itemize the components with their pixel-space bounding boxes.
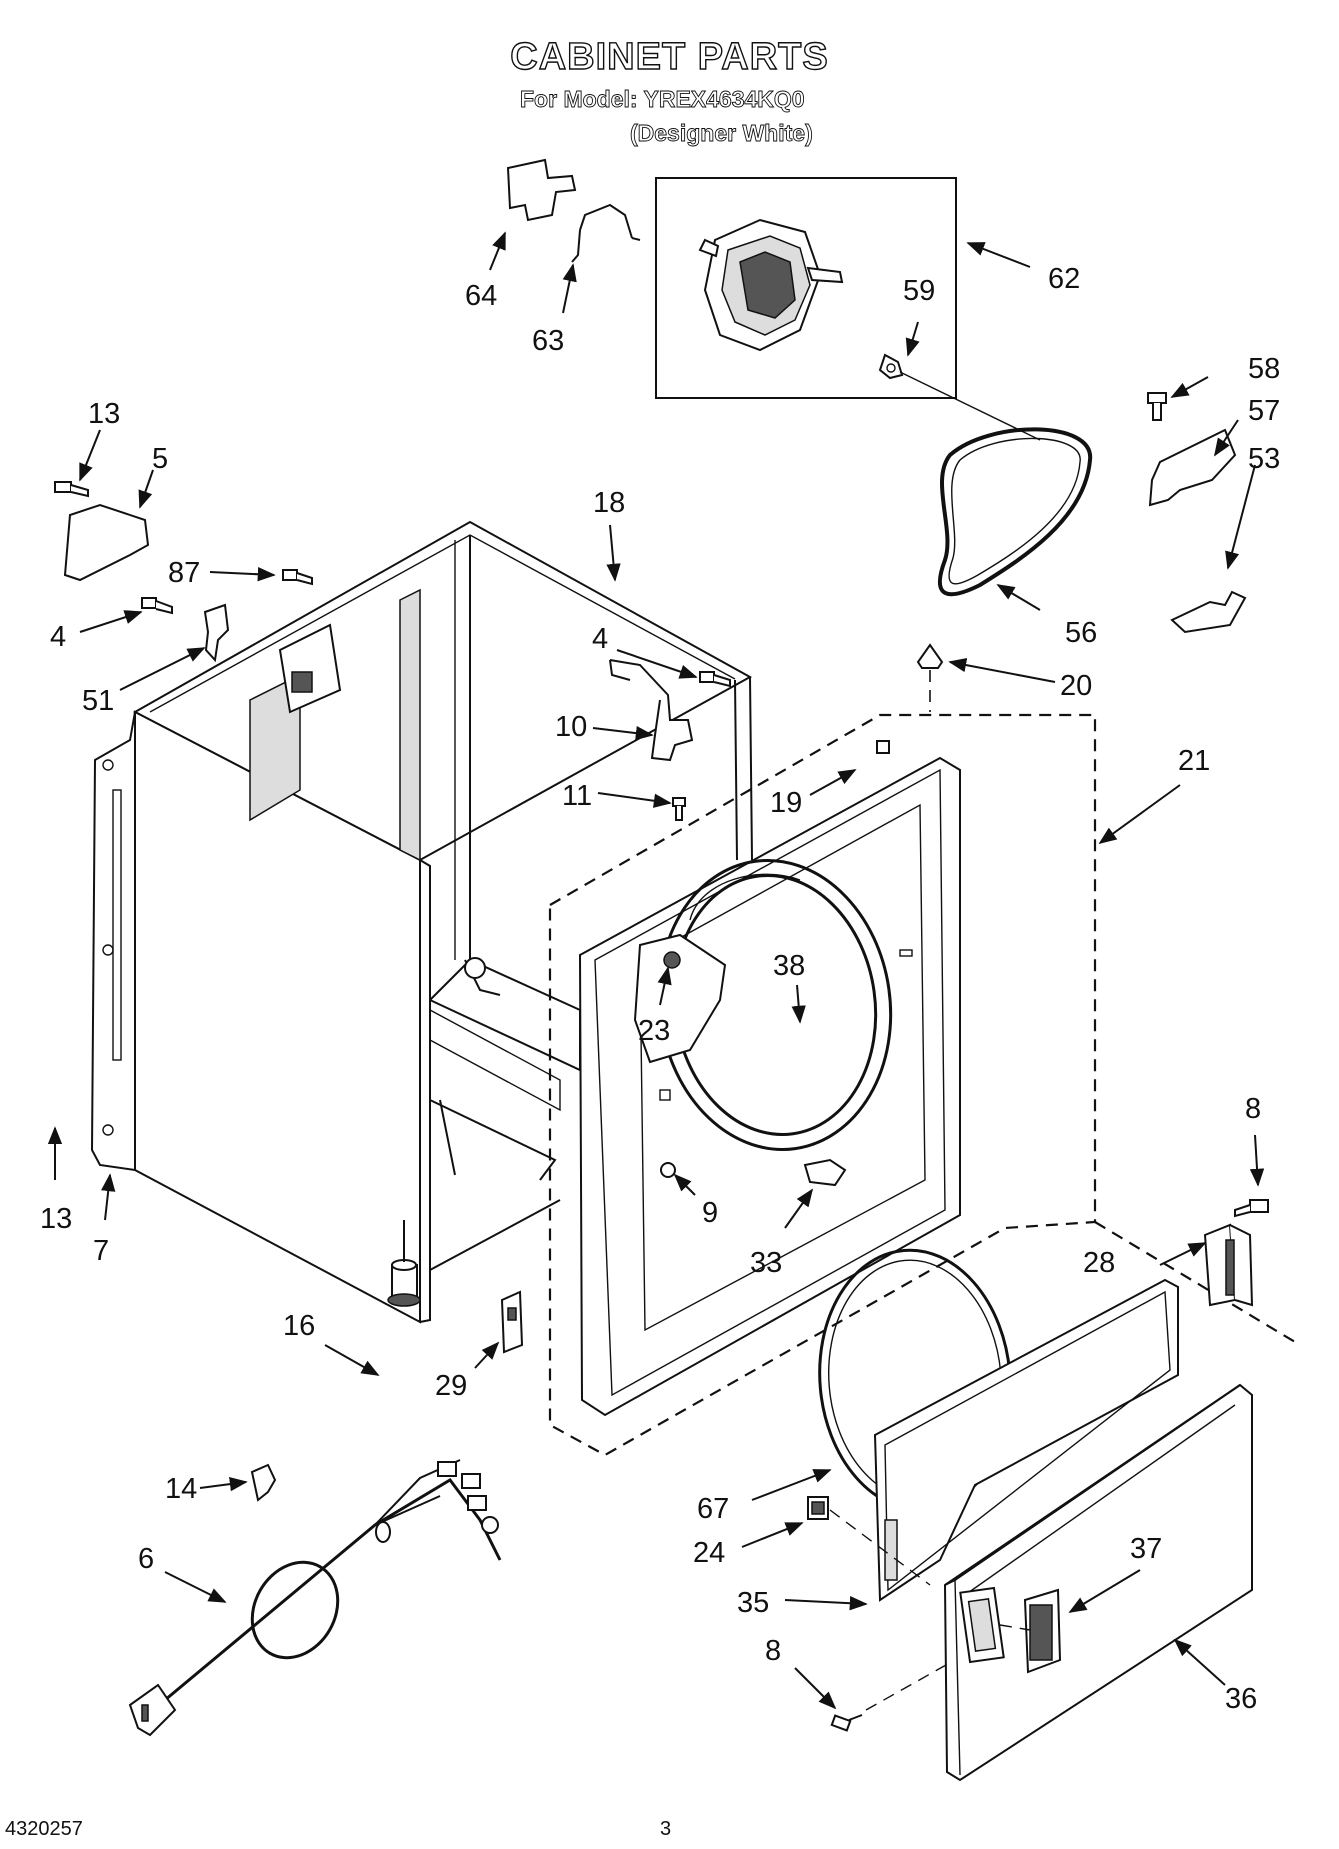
bracket-53 [1170,590,1247,634]
callout-33: 33 [750,1247,782,1279]
bracket-57 [1148,428,1237,507]
callout-23: 23 [638,1015,670,1047]
screw-8-top [1234,1199,1269,1218]
callout-56: 56 [1065,617,1097,649]
callout-labels: 64 63 62 59 58 57 53 13 5 18 87 4 51 4 1… [40,263,1280,1715]
callout-53: 53 [1248,443,1280,475]
callout-57: 57 [1248,395,1280,427]
glide-20 [916,643,944,669]
callout-6: 6 [138,1543,154,1575]
callout-63: 63 [532,325,564,357]
callout-59: 59 [903,275,935,307]
model-line: For Model: YREX4634KQ0 [520,86,806,113]
callout-8-top: 8 [1245,1093,1261,1125]
cabinet [90,520,753,1324]
document-number: 4320257 [5,1818,83,1840]
page-number: 3 [660,1818,672,1840]
power-cord-6 [128,1459,502,1737]
drive-belt [938,427,1093,597]
screw-87 [282,569,313,586]
callout-58: 58 [1248,353,1280,385]
screw-4-right [699,671,731,688]
front-panel-outline [548,713,1097,1457]
callout-38: 38 [773,950,805,982]
callout-5: 5 [152,443,168,475]
variant-line: (Designer White) [630,120,814,147]
screw-11 [672,797,686,821]
callout-21: 21 [1178,745,1210,777]
callout-14: 14 [165,1473,197,1505]
callout-28: 28 [1083,1247,1115,1279]
clip-63 [571,203,641,263]
clip-14 [250,1463,277,1502]
callout-8-bottom: 8 [765,1635,781,1667]
wire-harness-10 [609,659,694,762]
screw-58 [1147,392,1167,421]
callout-62: 62 [1048,263,1080,295]
callout-20: 20 [1060,670,1092,702]
page-title: CABINET PARTS [510,35,829,78]
callout-64: 64 [465,280,497,312]
callout-7: 7 [93,1235,109,1267]
screw-13-top [54,481,89,498]
leveling-leg-16 [387,1259,421,1307]
callout-4-right: 4 [592,623,608,655]
callout-24: 24 [693,1537,725,1569]
callout-29: 29 [435,1370,467,1402]
callout-4-left: 4 [50,621,66,653]
motor-assembly [655,177,957,399]
door-catch-24 [807,1496,829,1520]
callout-13-top: 13 [88,398,120,430]
callout-36: 36 [1225,1683,1257,1715]
door-inner-panel-35 [873,1278,1179,1602]
callout-19: 19 [770,787,802,819]
door-handle-37 [1023,1588,1062,1674]
callout-37: 37 [1130,1533,1162,1565]
clip-29 [500,1290,524,1354]
front-panel [578,740,961,1417]
clip-51 [203,603,230,663]
screw-4-left [141,597,173,615]
callout-35: 35 [737,1587,769,1619]
callout-11: 11 [562,780,592,812]
callout-51: 51 [82,685,114,717]
panel-5 [63,503,150,582]
callout-16: 16 [283,1310,315,1342]
callout-10: 10 [555,711,587,743]
callout-67: 67 [697,1493,729,1525]
callout-18: 18 [593,487,625,519]
callout-87: 87 [168,557,200,589]
door-outer-panel-36 [943,1383,1253,1782]
bracket-64 [506,158,577,222]
screw-8-bottom [830,1714,863,1732]
leader-arrows [47,231,1265,1710]
callout-9: 9 [702,1197,718,1229]
callout-13-bottom: 13 [40,1203,72,1235]
